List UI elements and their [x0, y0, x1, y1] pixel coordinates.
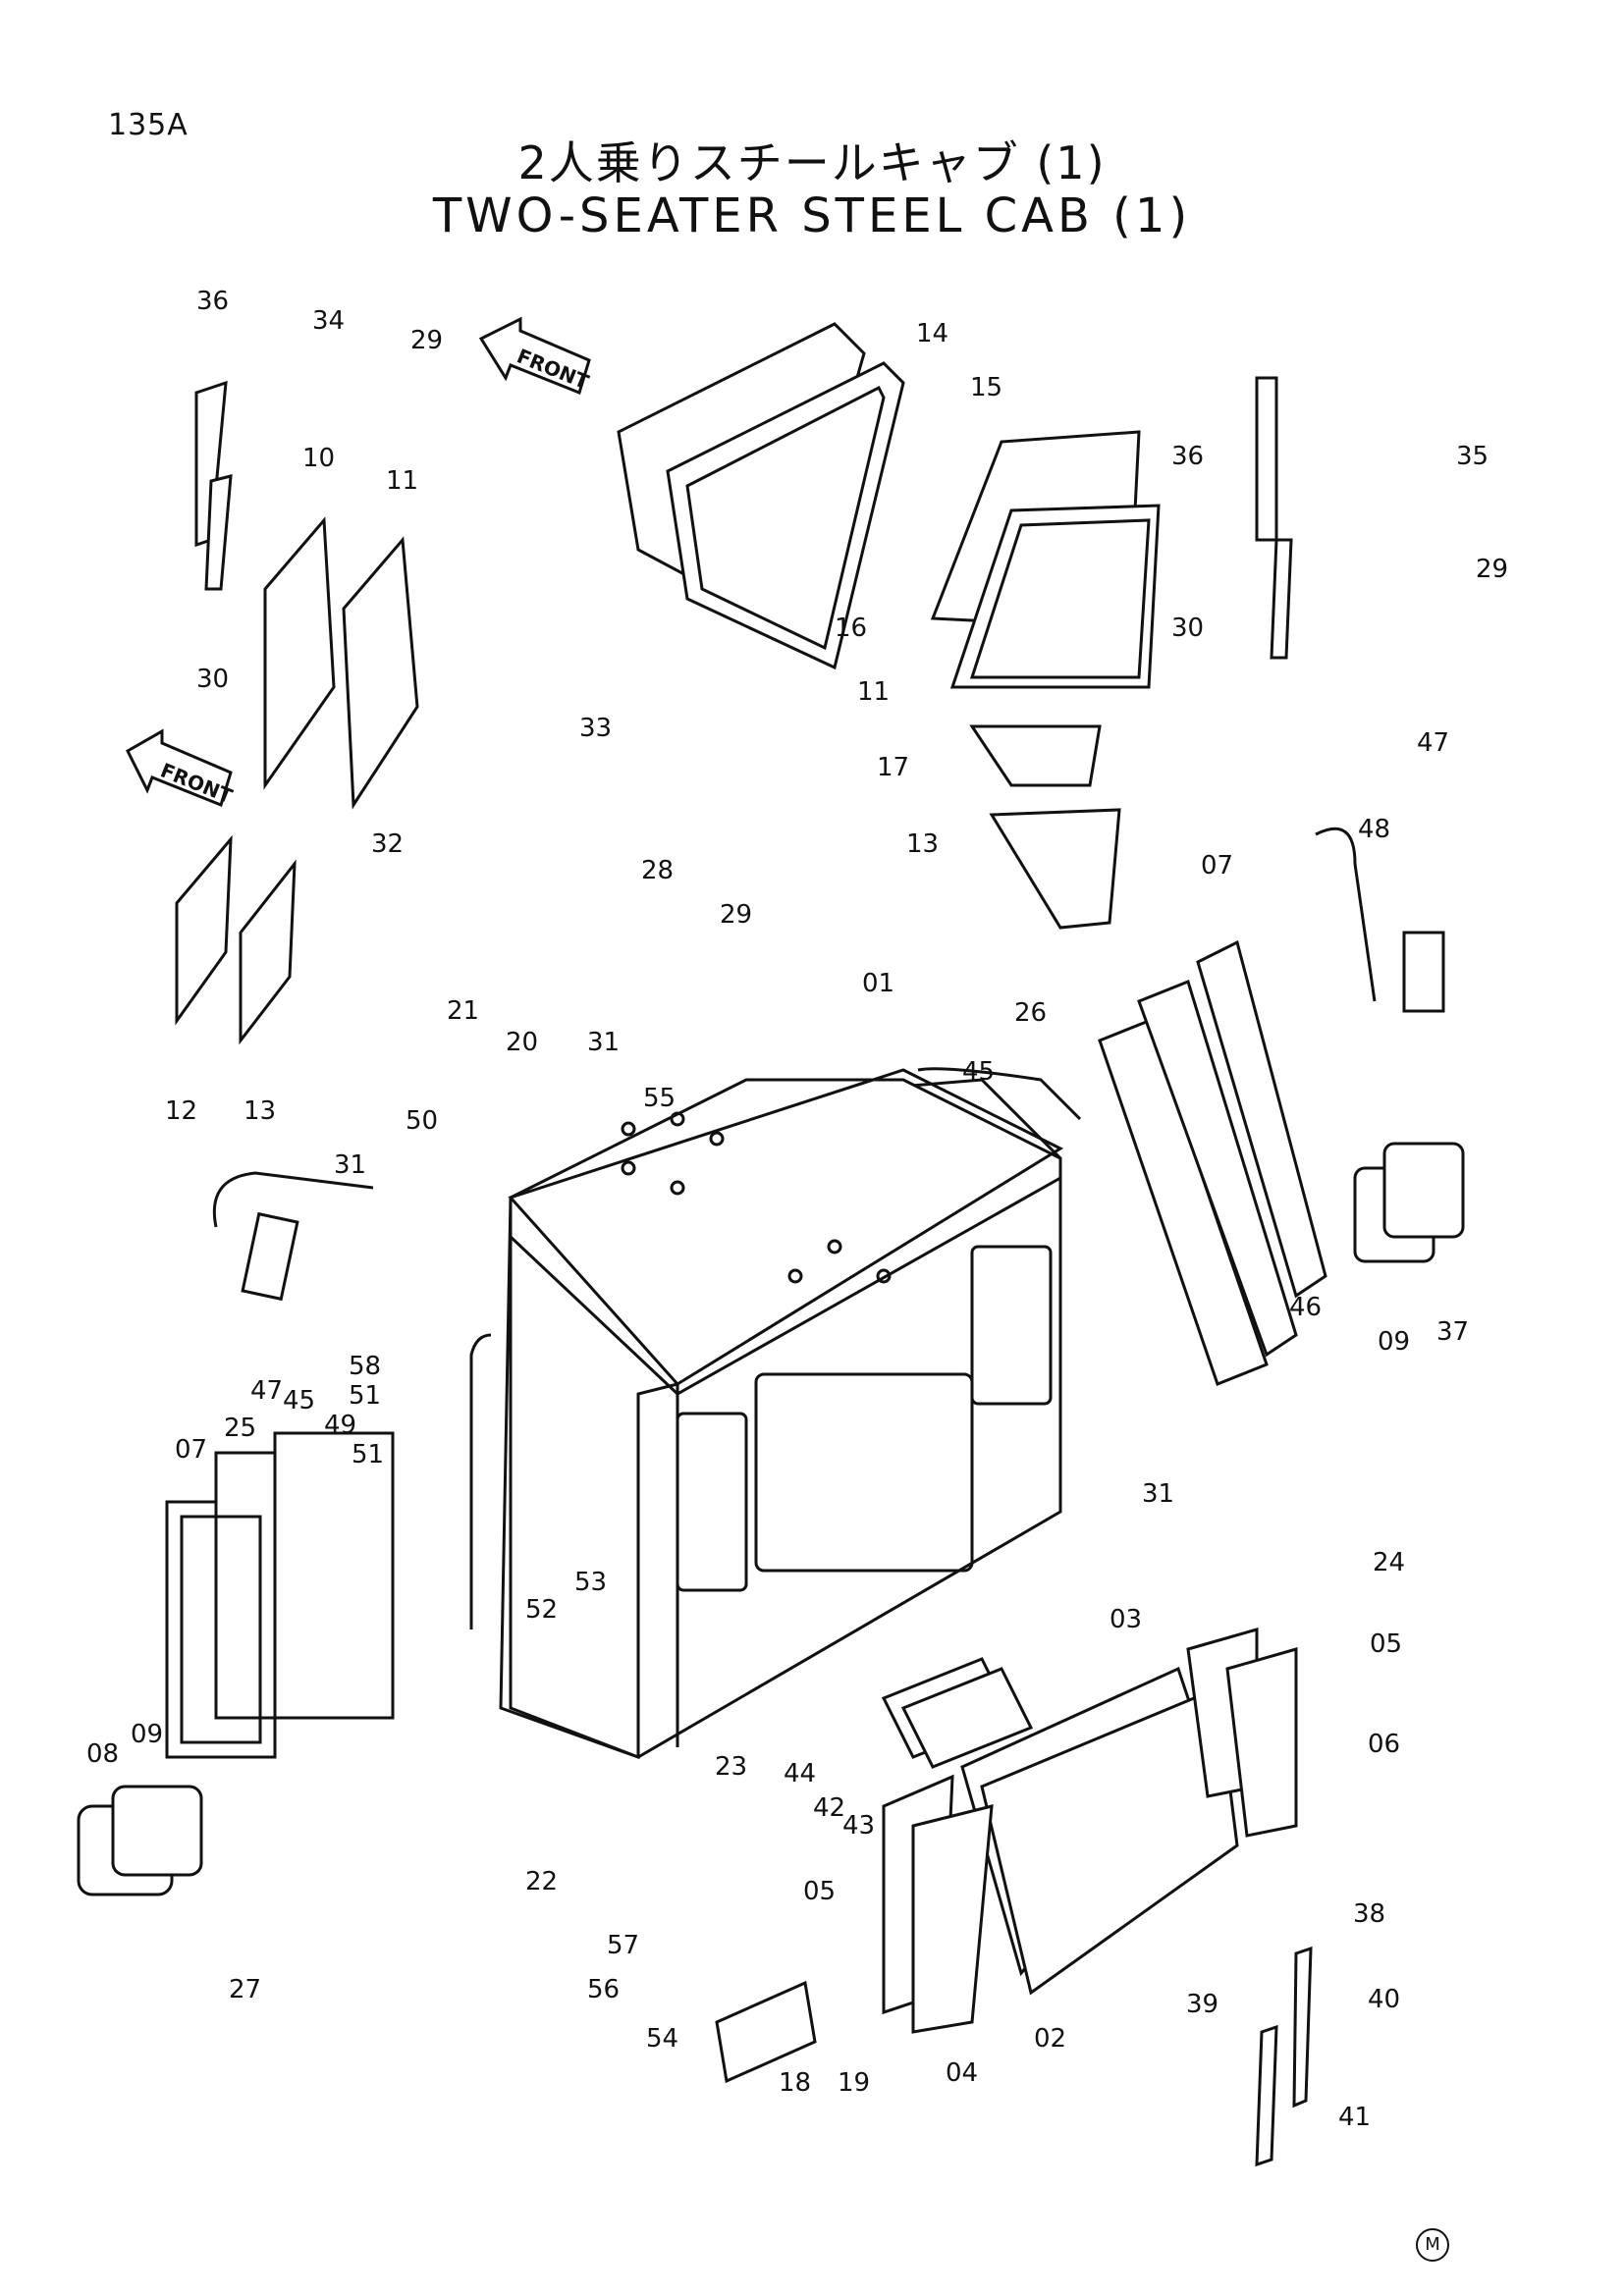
callout-label: 51 [352, 1440, 384, 1469]
right-mirror-47 [1315, 827, 1445, 1013]
callout-label: 05 [803, 1877, 836, 1906]
callout-label: 30 [196, 665, 229, 694]
callout-label: 45 [283, 1386, 315, 1415]
title-english: TWO-SEATER STEEL CAB (1) [432, 188, 1192, 243]
callout-label: 53 [574, 1568, 607, 1597]
callout-label: 48 [1358, 815, 1390, 844]
left-panels-08-09 [77, 1785, 203, 1896]
callout-label: 39 [1186, 1990, 1218, 2019]
window-10-11 [263, 516, 419, 810]
callout-label: 05 [1370, 1629, 1402, 1659]
callout-label: 07 [1201, 851, 1233, 881]
callout-label: 28 [641, 856, 674, 885]
callout-label: 35 [1456, 442, 1489, 471]
callout-label: 29 [410, 326, 443, 355]
callout-label: 21 [447, 996, 479, 1026]
callout-label: 15 [970, 373, 1002, 402]
mesh-42-43 [881, 1657, 1034, 1769]
callout-label: 47 [1417, 728, 1449, 758]
callout-label: 25 [224, 1414, 256, 1443]
callout-label: 10 [302, 444, 335, 473]
callout-label: 19 [838, 2068, 870, 2098]
callout-label: 09 [1378, 1327, 1410, 1357]
callout-label: 01 [862, 969, 894, 998]
callout-label: 34 [312, 306, 345, 336]
callout-label: 55 [643, 1084, 676, 1113]
callout-label: 16 [835, 614, 867, 643]
bottom-windows [882, 1628, 1298, 2034]
window-14-15 [617, 322, 905, 670]
callout-label: 07 [175, 1435, 207, 1465]
window-17-13 [969, 724, 1121, 930]
callout-label: 36 [1171, 442, 1204, 471]
callout-label: 13 [244, 1096, 276, 1126]
right-door-assembly [1098, 939, 1327, 1386]
callout-label: 49 [324, 1411, 356, 1440]
callout-label: 50 [406, 1106, 438, 1136]
left-mirror-47 [212, 1171, 374, 1302]
callout-label: 14 [916, 319, 948, 348]
callout-label: 58 [349, 1352, 381, 1381]
callout-label: 26 [1014, 998, 1047, 1028]
callout-label: 13 [906, 829, 939, 859]
callout-label: 47 [250, 1376, 283, 1406]
wiper-40-41 [1255, 1946, 1313, 2167]
callout-label: 52 [525, 1595, 558, 1625]
callout-label: 20 [506, 1028, 538, 1057]
callout-label: 17 [877, 753, 909, 782]
callout-label: 23 [715, 1752, 747, 1782]
callout-label: 33 [579, 714, 612, 743]
callout-label: 03 [1110, 1605, 1142, 1634]
callout-label: 44 [784, 1759, 816, 1789]
callout-label: 37 [1436, 1317, 1469, 1347]
page-code: 135A [108, 108, 189, 142]
callout-label: 51 [349, 1381, 381, 1411]
callout-label: 40 [1368, 1985, 1400, 2014]
louver-18-54 [715, 1980, 817, 2084]
right-panels-09-37 [1353, 1142, 1465, 1263]
callout-label: 24 [1373, 1548, 1405, 1577]
callout-label: 56 [587, 1975, 620, 2004]
callout-label: 42 [813, 1793, 845, 1823]
callout-label: 31 [334, 1150, 366, 1180]
callout-label: 11 [857, 677, 890, 707]
callout-label: 27 [229, 1975, 261, 2004]
callout-label: 12 [165, 1096, 197, 1126]
callout-label: 41 [1338, 2103, 1371, 2132]
callout-label: 57 [607, 1931, 639, 1960]
cab-frame [469, 1067, 1082, 1760]
callout-label: 29 [720, 900, 752, 930]
title-japanese: 2人乗りスチールキャブ (1) [517, 136, 1107, 189]
left-pillar-36-30 [194, 380, 233, 591]
callout-label: 08 [86, 1739, 119, 1769]
callout-label: 06 [1368, 1730, 1400, 1759]
right-pillar-36-30 [1255, 376, 1293, 660]
left-door-assembly [165, 1431, 395, 1759]
callout-label: 32 [371, 829, 404, 859]
callout-label: 09 [131, 1720, 163, 1749]
callout-label: 45 [962, 1057, 995, 1087]
callout-label: 31 [587, 1028, 620, 1057]
callout-label: 31 [1142, 1479, 1174, 1509]
trademark-mark: M [1416, 2228, 1449, 2262]
callout-label: 22 [525, 1867, 558, 1896]
callout-label: 11 [386, 466, 418, 496]
callout-label: 46 [1289, 1293, 1322, 1322]
callout-label: 18 [779, 2068, 811, 2098]
callout-label: 54 [646, 2024, 678, 2054]
callout-label: 29 [1476, 555, 1508, 584]
callout-label: 30 [1171, 614, 1204, 643]
callout-label: 04 [946, 2058, 978, 2088]
window-12-13 [175, 834, 297, 1045]
window-16-11 [930, 430, 1161, 689]
callout-label: 36 [196, 287, 229, 316]
callout-label: 02 [1034, 2024, 1066, 2054]
callout-label: 43 [842, 1811, 875, 1841]
callout-label: 38 [1353, 1899, 1385, 1929]
